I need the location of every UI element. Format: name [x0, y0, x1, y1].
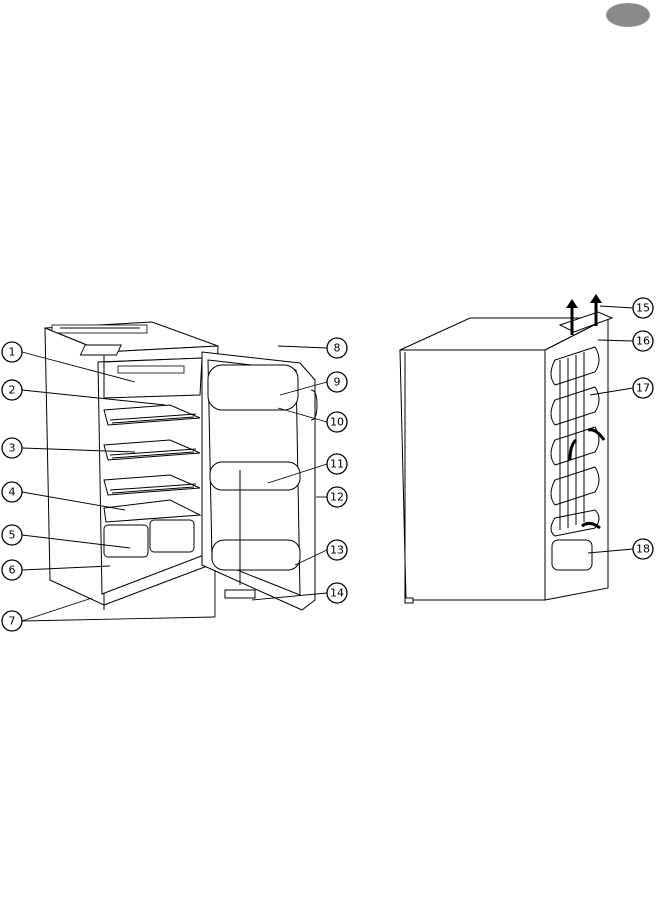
compressor	[552, 540, 592, 570]
fridge-rear-drawing	[400, 294, 612, 603]
callout-5: 5	[2, 525, 22, 545]
svg-text:12: 12	[330, 491, 344, 504]
svg-text:16: 16	[636, 335, 650, 348]
svg-text:9: 9	[334, 376, 341, 389]
svg-text:13: 13	[330, 544, 344, 557]
svg-text:11: 11	[330, 458, 344, 471]
svg-text:18: 18	[636, 543, 650, 556]
callout-8: 8	[327, 338, 347, 358]
svg-text:5: 5	[9, 529, 16, 542]
callout-16: 16	[633, 331, 653, 351]
svg-text:1: 1	[9, 346, 16, 359]
svg-text:3: 3	[9, 442, 16, 455]
svg-text:14: 14	[330, 587, 344, 600]
callout-10: 10	[327, 412, 347, 432]
callout-15: 15	[633, 298, 653, 318]
callout-7: 7	[2, 611, 22, 631]
crisper-right	[150, 520, 194, 552]
callout-14: 14	[327, 583, 347, 603]
foot-tray	[225, 590, 255, 598]
svg-text:4: 4	[9, 486, 16, 499]
svg-text:6: 6	[9, 564, 16, 577]
svg-text:8: 8	[334, 342, 341, 355]
svg-text:15: 15	[636, 302, 650, 315]
callout-3: 3	[2, 438, 22, 458]
callout-13: 13	[327, 540, 347, 560]
crisper-left	[104, 525, 148, 557]
top-grille	[52, 325, 147, 333]
callout-18: 18	[633, 539, 653, 559]
callout-6: 6	[2, 560, 22, 580]
svg-text:10: 10	[330, 416, 344, 429]
svg-text:7: 7	[9, 615, 16, 628]
callout-12: 12	[327, 487, 347, 507]
callout-2: 2	[2, 380, 22, 400]
top-vent	[80, 345, 121, 355]
callout-4: 4	[2, 482, 22, 502]
callout-17: 17	[633, 378, 653, 398]
callout-1: 1	[2, 342, 22, 362]
svg-text:17: 17	[636, 382, 650, 395]
callout-9: 9	[327, 372, 347, 392]
callout-11: 11	[327, 454, 347, 474]
svg-text:2: 2	[9, 384, 16, 397]
language-badge	[606, 3, 650, 27]
